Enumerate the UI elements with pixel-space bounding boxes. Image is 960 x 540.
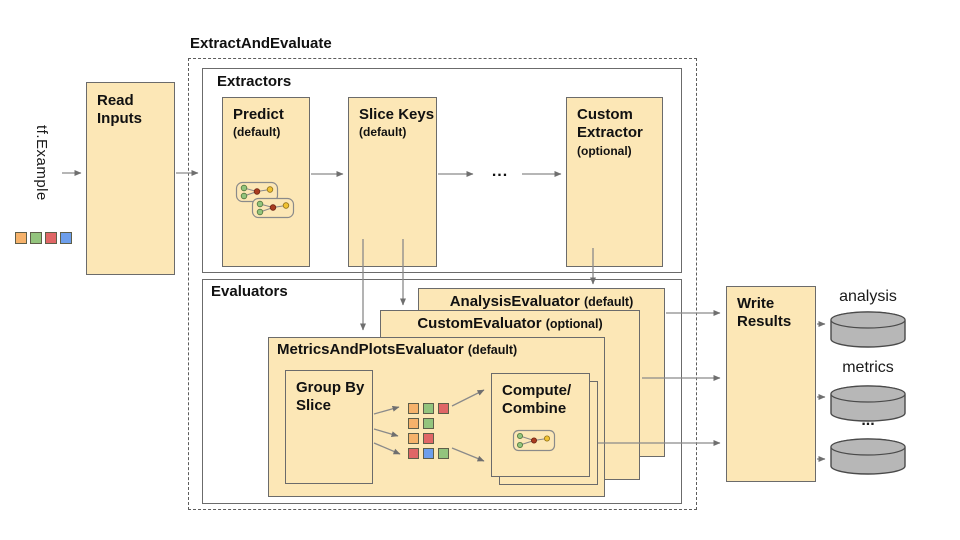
extract-and-evaluate-container xyxy=(188,58,697,510)
extract-and-evaluate-title: ExtractAndEvaluate xyxy=(190,35,332,52)
input-squares xyxy=(15,232,72,244)
custom-extractor-box: Custom Extractor (optional) xyxy=(566,97,663,267)
custom-evaluator-label: CustomEvaluator xyxy=(417,315,542,332)
group-by-slice-label: Group By Slice xyxy=(296,379,365,415)
extractors-title: Extractors xyxy=(217,73,292,90)
combiner-graph-icon xyxy=(512,429,556,452)
blue-square xyxy=(60,232,72,244)
red-square xyxy=(408,448,419,459)
orange-square xyxy=(408,418,419,429)
custom-extractor-label: Custom Extractor xyxy=(577,106,643,142)
output-metrics-label: metrics xyxy=(842,359,894,376)
tf-example-label: tf.Example xyxy=(33,125,50,201)
metrics-and-plots-evaluator-qualifier: (default) xyxy=(467,343,518,357)
slice-keys-label: Slice Keys xyxy=(359,106,435,123)
metrics-datastore-icon xyxy=(830,385,906,422)
slice-row xyxy=(408,448,449,459)
metrics-and-plots-evaluator-label: MetricsAndPlotsEvaluator xyxy=(277,341,464,358)
orange-square xyxy=(408,403,419,414)
output-ellipsis-label: ... xyxy=(861,412,875,429)
write-results-box: Write Results xyxy=(726,286,816,482)
read-inputs-label: Read Inputs xyxy=(97,92,142,128)
orange-square xyxy=(408,433,419,444)
compute-combine-box: Compute/ Combine xyxy=(491,373,590,477)
slice-row xyxy=(408,418,449,429)
analysis-datastore-icon xyxy=(830,311,906,348)
analysis-evaluator-label: AnalysisEvaluator xyxy=(449,293,580,310)
compute-combine-label-line2: Combine xyxy=(502,400,567,418)
model-graph-icon xyxy=(235,181,295,219)
analysis-evaluator-qualifier: (default) xyxy=(583,295,634,309)
blue-square xyxy=(423,448,434,459)
green-square xyxy=(423,403,434,414)
slice-row xyxy=(408,433,449,444)
evaluators-title: Evaluators xyxy=(211,283,288,300)
green-square xyxy=(423,418,434,429)
write-results-label: Write Results xyxy=(737,295,792,331)
other-datastore-icon xyxy=(830,438,906,475)
custom-evaluator-qualifier: (optional) xyxy=(545,317,603,331)
read-inputs-box: Read Inputs xyxy=(86,82,175,275)
output-analysis-label: analysis xyxy=(839,288,897,305)
custom-extractor-qualifier: (optional) xyxy=(577,143,632,158)
compute-combine-label-line1: Compute/ xyxy=(502,382,572,399)
slice-keys-extractor-box: Slice Keys (default) xyxy=(348,97,437,267)
red-square xyxy=(423,433,434,444)
red-square xyxy=(45,232,57,244)
orange-square xyxy=(15,232,27,244)
green-square xyxy=(30,232,42,244)
predict-label: Predict xyxy=(233,106,284,123)
slice-row xyxy=(408,403,449,414)
sliced-data-grid xyxy=(408,403,449,463)
group-by-slice-box: Group By Slice xyxy=(285,370,373,484)
extractor-ellipsis: ... xyxy=(491,163,509,180)
slice-keys-qualifier: (default) xyxy=(359,125,407,140)
predict-qualifier: (default) xyxy=(233,125,281,140)
green-square xyxy=(438,448,449,459)
red-square xyxy=(438,403,449,414)
predict-extractor-box: Predict (default) xyxy=(222,97,310,267)
